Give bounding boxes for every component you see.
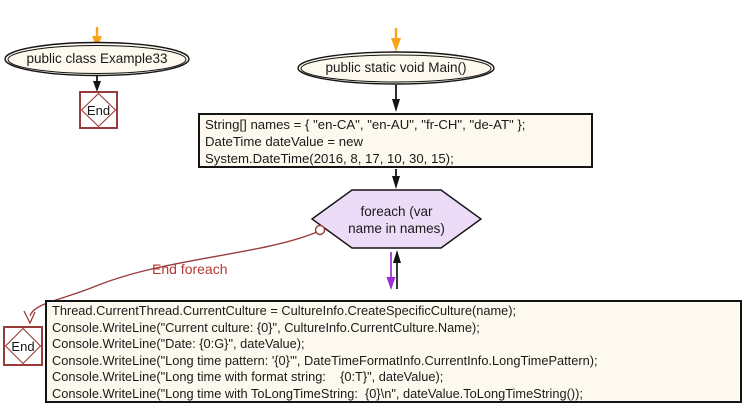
- init-code-block: String[] names = { "en-CA", "en-AU", "fr…: [198, 113, 593, 168]
- code-line: Console.WriteLine("Date: {0:G}", dateVal…: [52, 336, 305, 352]
- entry-arrow-icon: [92, 27, 102, 49]
- code-line: Console.WriteLine("Long time pattern: '{…: [52, 352, 598, 368]
- code-line: DateTime dateValue = new: [205, 134, 363, 149]
- code-line: Console.WriteLine("Current culture: {0}"…: [52, 319, 480, 335]
- entry-arrow-icon: [391, 28, 401, 52]
- arrow-init-to-foreach-icon: [392, 169, 400, 189]
- end-node-class-label: End: [86, 102, 111, 118]
- arrow-main-to-init-icon: [392, 85, 400, 112]
- class-declaration-label: public class Example33: [26, 51, 168, 66]
- arrow-foreach-to-body-icon: [386, 252, 396, 290]
- loop-exit-connector-dot: [314, 224, 326, 236]
- foreach-condition-label: foreach (var name in names): [348, 204, 445, 236]
- loop-body-block: Thread.CurrentThread.CurrentCulture = Cu…: [45, 300, 742, 403]
- code-line: String[] names = { "en-CA", "en-AU", "fr…: [205, 117, 526, 132]
- arrow-loop-back-icon: [393, 250, 401, 289]
- end-foreach-label: End foreach: [152, 261, 228, 277]
- code-line: Console.WriteLine("Long time with format…: [52, 369, 444, 385]
- code-line: Console.WriteLine("Long time with ToLong…: [52, 385, 583, 401]
- main-declaration-label: public static void Main(): [325, 60, 467, 75]
- code-line: System.DateTime(2016, 8, 17, 10, 30, 15)…: [205, 151, 454, 166]
- arrow-class-to-end-icon: [93, 76, 101, 92]
- code-line: Thread.CurrentThread.CurrentCulture = Cu…: [52, 303, 517, 318]
- end-node-main-label: End: [11, 338, 35, 354]
